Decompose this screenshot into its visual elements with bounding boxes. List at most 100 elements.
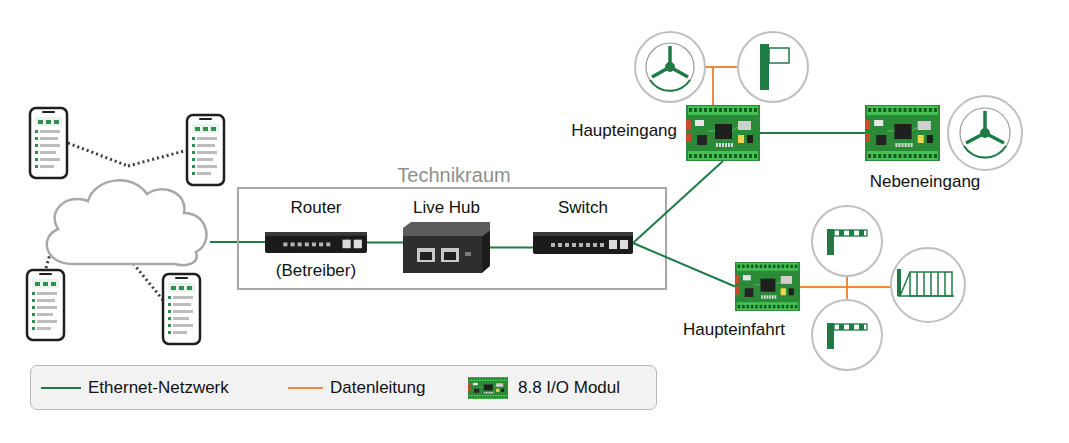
io-module-board-part — [729, 108, 732, 112]
io-module-board-part — [934, 154, 937, 158]
io-module-board-part — [708, 131, 715, 132]
data-lines — [704, 67, 891, 301]
io-module-board-part — [737, 302, 798, 310]
io-module-board-part — [901, 143, 903, 147]
io-module-board-part — [868, 154, 871, 158]
io-module-board — [468, 377, 508, 399]
io-module-board-part — [738, 305, 741, 309]
network-device-icon-part — [593, 243, 597, 247]
io-module-board-part — [689, 154, 692, 158]
io-module: Haupteinfahrt — [735, 262, 800, 311]
io-module-board-part — [480, 378, 482, 380]
network-device-icon-part — [533, 232, 633, 254]
io-module-board-part — [772, 295, 774, 299]
io-module-board-part — [709, 108, 712, 112]
io-module-board-part — [724, 154, 727, 158]
live-hub-icon-part — [444, 252, 456, 260]
barrier-symbol-part — [827, 229, 834, 255]
io-module-board-part — [914, 108, 917, 112]
io-module-board-part — [505, 378, 507, 380]
io-module-board-part — [768, 305, 771, 309]
dotted-links-part — [68, 143, 128, 166]
turnstile-symbol-part — [650, 80, 690, 91]
io-module-board-part — [898, 154, 901, 158]
io-module-board-part — [919, 154, 922, 158]
io-module-board-part — [888, 108, 891, 112]
io-module-board-part — [505, 396, 507, 398]
network-device-icon-part — [319, 243, 323, 247]
io-module-board-part — [719, 143, 721, 147]
io-module-board-part — [501, 389, 504, 392]
io-module-board-part — [914, 154, 917, 158]
io-module-board-part — [487, 392, 488, 394]
io-module-board-part — [754, 154, 757, 158]
legend-text: 8.8 I/O Modul — [518, 378, 620, 398]
io-module-board-part — [755, 265, 758, 269]
io-module-board-part — [478, 396, 480, 398]
turnstile-symbol — [948, 96, 1022, 170]
barrier-symbol — [812, 206, 882, 276]
io-module-board-part — [777, 305, 780, 309]
io-module-board-part — [764, 305, 767, 309]
io-module-board-part — [929, 108, 932, 112]
ethernet-connector — [633, 243, 735, 287]
io-module-board-part — [686, 120, 691, 129]
io-module-board-part — [878, 154, 881, 158]
io-module-board-part — [746, 265, 749, 269]
legend-line-sample — [287, 378, 325, 398]
io-module-board-part — [865, 133, 870, 142]
io-module-board-part — [744, 154, 747, 158]
io-module-board-part — [686, 133, 691, 142]
io-module-board-part — [883, 108, 886, 112]
io-module-board-part — [689, 108, 692, 112]
io-module-board-part — [489, 392, 490, 394]
live-hub-icon — [403, 222, 490, 273]
io-module-board-part — [924, 108, 927, 112]
io-module-board — [686, 105, 760, 161]
turnstile-symbol-part — [960, 108, 1010, 158]
turnstile-symbol-part — [646, 43, 694, 91]
io-module-board-part — [738, 135, 744, 143]
io-module-board-part — [893, 108, 896, 112]
io-module-board-part — [744, 108, 747, 112]
io-module-board-part — [895, 143, 897, 147]
io-module-board — [735, 262, 800, 311]
io-module-board-part — [694, 154, 697, 158]
legend-line-sample — [40, 378, 82, 398]
live-hub-icon-part — [403, 222, 490, 236]
io-module-board-part — [904, 154, 907, 158]
io-module-board-part — [878, 108, 881, 112]
live-hub-icon-part — [441, 248, 459, 262]
legend-box: Ethernet-NetzwerkDatenleitung8.8 I/O Mod… — [30, 365, 657, 410]
node-label: Technikraum — [239, 163, 669, 187]
legend-line-sample-part — [41, 387, 81, 389]
door-symbol — [738, 32, 808, 102]
io-module-board-part — [468, 377, 508, 399]
ethernet-connector — [633, 161, 723, 243]
io-module-board-part — [868, 108, 871, 112]
io-module-board-part — [486, 378, 488, 380]
io-module-board-part — [493, 386, 496, 388]
io-module-board-part — [898, 143, 900, 147]
io-module: Haupteingang — [686, 105, 760, 161]
io-module-board-part — [486, 392, 487, 394]
network-device-icon-part — [343, 240, 351, 249]
io-module-board-part — [919, 108, 922, 112]
io-module-board-part — [491, 396, 493, 398]
network-device-icon-part — [283, 243, 287, 247]
gate-symbol-part-part — [923, 272, 925, 296]
io-module-board-part — [735, 275, 739, 283]
io-module-board-part — [704, 108, 707, 112]
gate-symbol-part-part — [910, 272, 952, 296]
io-module-board-part — [486, 396, 488, 398]
gate-symbol-part-part — [937, 272, 939, 296]
io-module-board-part — [769, 295, 771, 299]
network-device-icon — [533, 232, 633, 254]
legend-text: Ethernet-Netzwerk — [88, 378, 229, 398]
io-module-board-part — [686, 105, 760, 161]
barrier-symbol-part — [839, 230, 844, 236]
io-module-board-part — [924, 154, 927, 158]
room-frame: TechnikraumRouter(Betreiber)Live HubSwit… — [237, 187, 667, 290]
hub-device: Live Hub — [403, 222, 490, 273]
